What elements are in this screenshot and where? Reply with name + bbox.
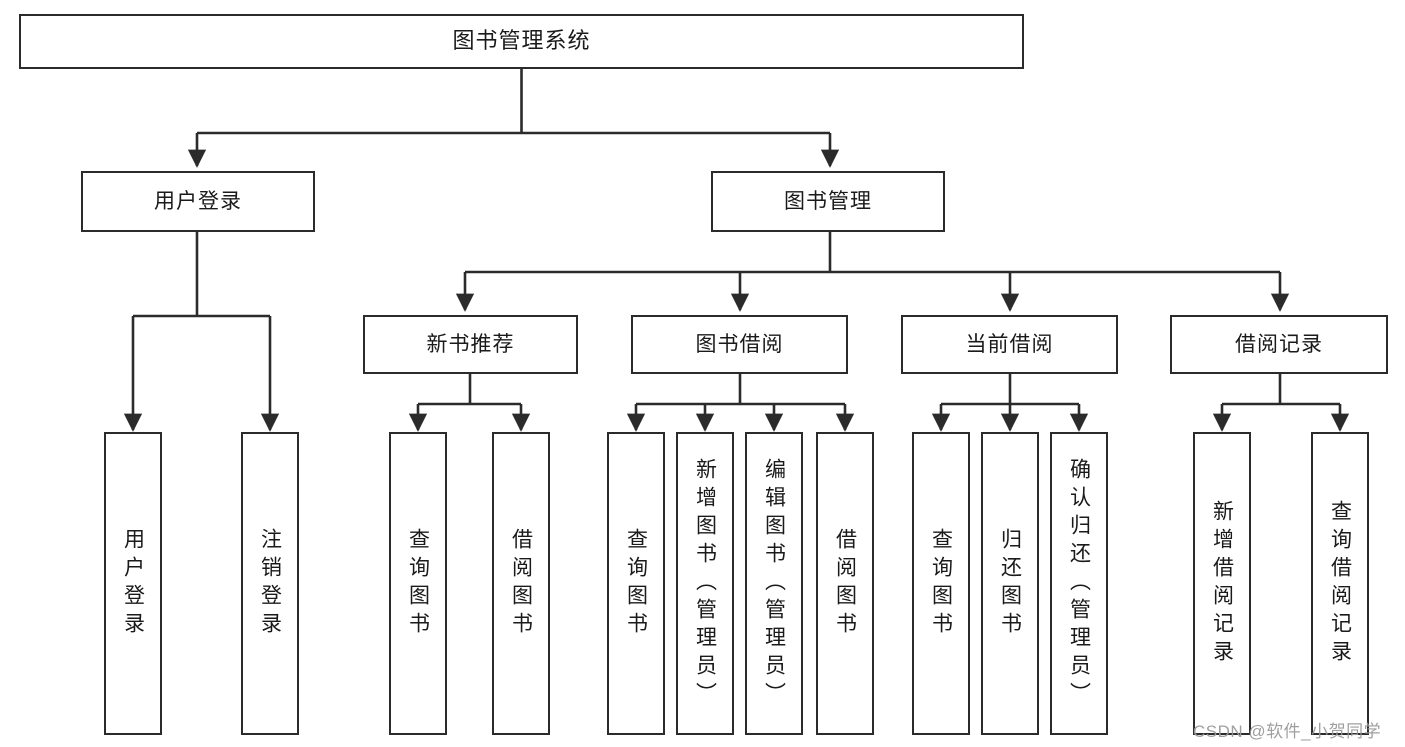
leaf-current-borrow-query[interactable]: 查询图书 [912, 432, 970, 735]
leaf-current-borrow-return-label: 归还图书 [998, 527, 1022, 640]
leaf-current-borrow-query-label: 查询图书 [929, 527, 953, 640]
leaf-current-borrow-confirm[interactable]: 确认归还（管理员） [1050, 432, 1108, 735]
node-borrow-records[interactable]: 借阅记录 [1170, 315, 1388, 374]
leaf-user-login-login[interactable]: 用户登录 [104, 432, 162, 735]
node-new-book-recommend-label: 新书推荐 [426, 332, 515, 356]
leaf-current-borrow-confirm-label: 确认归还（管理员） [1067, 457, 1091, 710]
leaf-borrow-records-query[interactable]: 查询借阅记录 [1311, 432, 1369, 735]
csdn-watermark: CSDN @软件_小贺同学 [1193, 722, 1382, 741]
leaf-current-borrow-return[interactable]: 归还图书 [981, 432, 1039, 735]
leaf-user-login-logout-label: 注销登录 [258, 527, 282, 640]
node-new-book-recommend[interactable]: 新书推荐 [363, 315, 578, 374]
leaf-borrow-records-query-label: 查询借阅记录 [1328, 499, 1352, 668]
leaf-borrow-records-add[interactable]: 新增借阅记录 [1193, 432, 1251, 735]
node-book-borrow-label: 图书借阅 [695, 332, 784, 356]
leaf-book-borrow-add-label: 新增图书（管理员） [693, 457, 717, 710]
node-root-label: 图书管理系统 [452, 28, 591, 54]
leaf-borrow-records-add-label: 新增借阅记录 [1210, 499, 1234, 668]
leaf-new-book-borrow-label: 借阅图书 [509, 527, 533, 640]
node-root-book-management-system[interactable]: 图书管理系统 [19, 14, 1024, 69]
leaf-user-login-login-label: 用户登录 [121, 527, 145, 640]
node-book-management[interactable]: 图书管理 [711, 171, 945, 232]
leaf-book-borrow-query[interactable]: 查询图书 [607, 432, 665, 735]
node-current-borrow-label: 当前借阅 [965, 332, 1054, 356]
leaf-book-borrow-add[interactable]: 新增图书（管理员） [676, 432, 734, 735]
leaf-new-book-query[interactable]: 查询图书 [389, 432, 447, 735]
node-user-login-label: 用户登录 [154, 189, 242, 213]
node-book-management-label: 图书管理 [784, 189, 872, 213]
leaf-book-borrow-borrow[interactable]: 借阅图书 [816, 432, 874, 735]
leaf-book-borrow-query-label: 查询图书 [624, 527, 648, 640]
node-book-borrow[interactable]: 图书借阅 [631, 315, 848, 374]
leaf-new-book-query-label: 查询图书 [406, 527, 430, 640]
leaf-book-borrow-edit-label: 编辑图书（管理员） [762, 457, 786, 710]
node-current-borrow[interactable]: 当前借阅 [901, 315, 1118, 374]
node-borrow-records-label: 借阅记录 [1235, 332, 1323, 356]
leaf-book-borrow-borrow-label: 借阅图书 [833, 527, 857, 640]
leaf-user-login-logout[interactable]: 注销登录 [241, 432, 299, 735]
leaf-book-borrow-edit[interactable]: 编辑图书（管理员） [745, 432, 803, 735]
leaf-new-book-borrow[interactable]: 借阅图书 [492, 432, 550, 735]
node-user-login[interactable]: 用户登录 [81, 171, 315, 232]
